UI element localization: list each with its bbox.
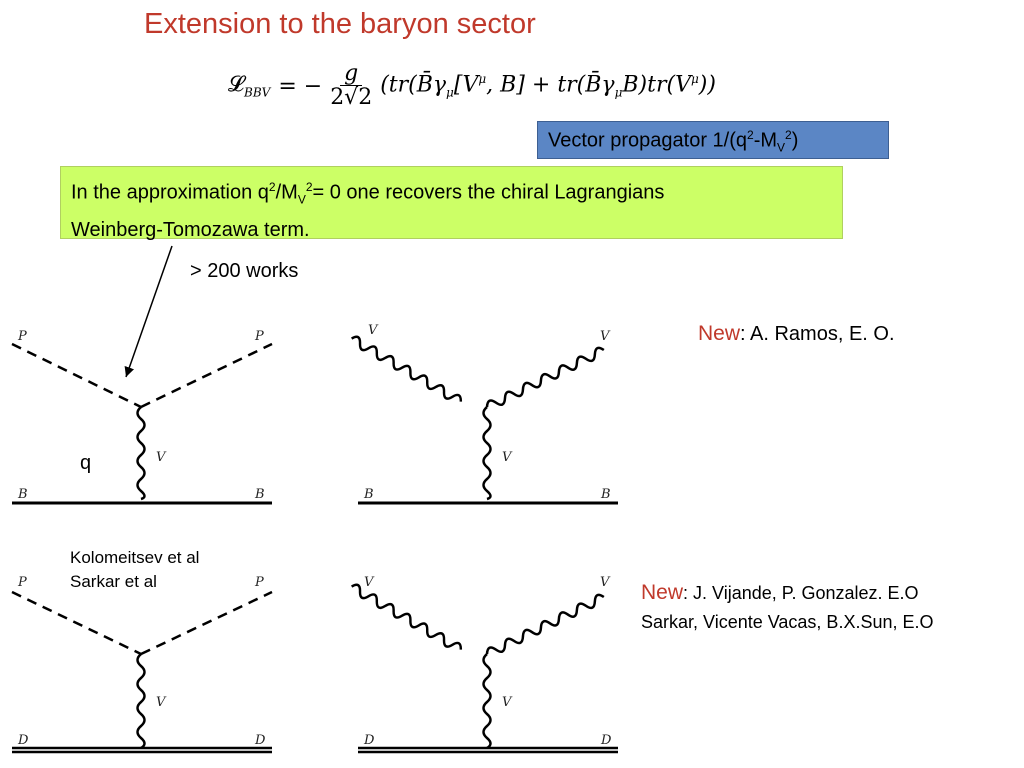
new-reference-2: New: J. Vijande, P. Gonzalez. E.O Sarkar… xyxy=(641,578,933,637)
new-tag: New xyxy=(698,322,741,345)
label-bottom-right: B xyxy=(254,487,265,502)
vector-propagator-box: Vector propagator 1/(q2-MV2) xyxy=(537,121,889,159)
diagram-pp-bb: P P V B B xyxy=(11,329,273,505)
pseudoscalar-line-right xyxy=(140,590,273,656)
vector-line-left xyxy=(351,583,463,650)
vector-propagator-wavy xyxy=(136,653,146,750)
lagrangian-lhs: 𝓛BBV xyxy=(228,72,271,100)
label-mid: V xyxy=(156,450,167,465)
vector-line-right xyxy=(485,346,605,408)
new-tag: New xyxy=(641,581,684,604)
label-bottom-left: B xyxy=(363,487,374,502)
label-top-left: P xyxy=(17,575,27,590)
label-mid: V xyxy=(502,450,513,465)
lagrangian-rhs: (tr(B̄γμ[Vμ, B] + tr(B̄γμB)tr(Vμ)) xyxy=(380,72,716,100)
coupling-fraction: g 2√2 xyxy=(330,61,373,111)
label-top-right: P xyxy=(254,575,264,590)
label-bottom-right: D xyxy=(254,733,266,748)
reference-kolomeitsev: Kolomeitsev et al xyxy=(70,548,200,567)
new-reference-1: New: A. Ramos, E. O. xyxy=(698,322,895,345)
label-bottom-left: B xyxy=(17,487,28,502)
diagram-pp-dd: P P V D D xyxy=(11,575,273,754)
vector-propagator-wavy xyxy=(482,406,492,501)
approximation-note-box: In the approximation q2/MV2= 0 one recov… xyxy=(60,166,843,241)
label-top-right: P xyxy=(254,329,264,344)
pseudoscalar-line-right xyxy=(140,342,273,409)
pseudoscalar-line-left xyxy=(11,342,142,409)
label-bottom-right: B xyxy=(600,487,611,502)
label-top-left: P xyxy=(17,329,27,344)
references-left: Kolomeitsev et al Sarkar et al xyxy=(70,546,199,594)
slide-title: Extension to the baryon sector xyxy=(144,8,536,40)
label-bottom-left: D xyxy=(363,733,375,748)
authors-line-2: Sarkar, Vicente Vacas, B.X.Sun, E.O xyxy=(641,612,934,632)
pseudoscalar-line-left xyxy=(11,590,142,656)
label-top-left: V xyxy=(364,575,375,590)
vector-line-left xyxy=(351,335,463,402)
vector-line-right xyxy=(485,593,605,655)
authors-line-1: J. Vijande, P. Gonzalez. E.O xyxy=(688,583,919,603)
approx-line-2: Weinberg-Tomozawa term. xyxy=(71,218,310,241)
label-top-left: V xyxy=(368,323,379,338)
label-mid: V xyxy=(156,695,167,710)
reference-sarkar: Sarkar et al xyxy=(70,572,157,591)
vector-propagator-wavy xyxy=(136,406,146,501)
pointer-arrow xyxy=(124,245,173,378)
diagram-vv-bb: V V V B B xyxy=(351,323,618,505)
authors: A. Ramos, E. O. xyxy=(745,323,895,345)
vector-propagator-wavy xyxy=(482,653,492,750)
works-count-label: > 200 works xyxy=(190,260,299,282)
approx-line-1: In the approximation q2/MV2= 0 one recov… xyxy=(71,180,665,207)
label-top-right: V xyxy=(600,329,611,344)
momentum-q-label: q xyxy=(80,452,92,474)
label-mid: V xyxy=(502,695,513,710)
equals-sign: = − xyxy=(278,73,323,99)
lagrangian-equation: 𝓛BBV = − g 2√2 (tr(B̄γμ[Vμ, B] + tr(B̄γμ… xyxy=(228,62,716,110)
label-bottom-right: D xyxy=(600,733,612,748)
diagram-vv-dd: V V V D D xyxy=(351,575,618,754)
label-top-right: V xyxy=(600,575,611,590)
label-bottom-left: D xyxy=(17,733,29,748)
